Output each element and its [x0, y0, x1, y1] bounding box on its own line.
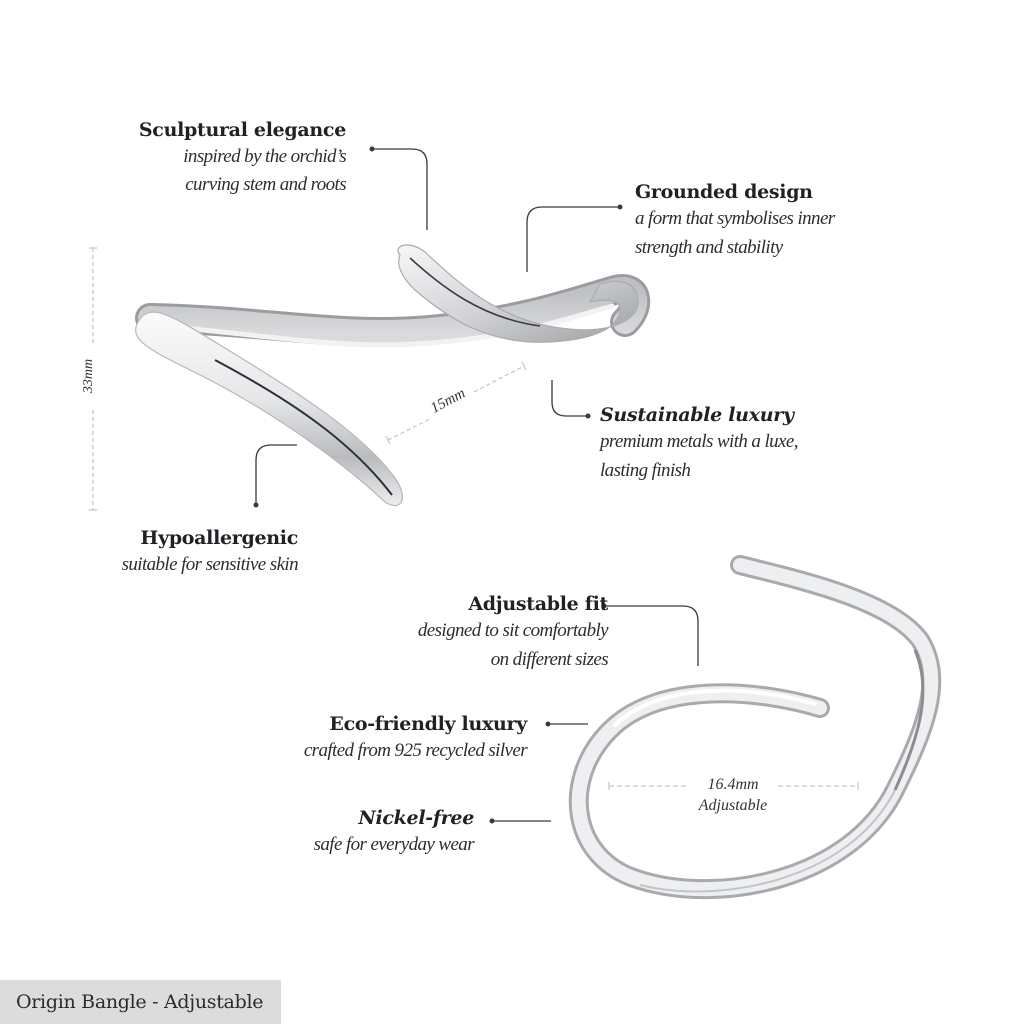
bangle-side-view — [135, 244, 651, 507]
feature-nickel-free: Nickel-free safe for everyday wear — [313, 806, 475, 859]
leader-lines — [255, 148, 699, 822]
feature-grounded-design: Grounded design a form that symbolises i… — [635, 180, 835, 262]
bangle-top-view — [568, 555, 942, 900]
height-dimension-label: 33mm — [81, 358, 97, 394]
leader-dots — [253, 146, 623, 824]
feature-title: Grounded design — [635, 181, 813, 203]
feature-title: Nickel-free — [358, 807, 474, 829]
feature-desc-line: strength and stability — [635, 237, 783, 258]
feature-desc-line: inspired by the orchid’s — [183, 146, 346, 167]
feature-adjustable-fit: Adjustable fit designed to sit comfortab… — [417, 592, 609, 674]
feature-desc-line: curving stem and roots — [185, 174, 346, 195]
feature-sculptural-elegance: Sculptural elegance inspired by the orch… — [138, 118, 347, 199]
diameter-dimension-label: 16.4mm Adjustable — [688, 774, 778, 816]
product-caption: Origin Bangle - Adjustable — [0, 980, 281, 1024]
feature-desc-line: on different sizes — [490, 649, 609, 670]
feature-title: Adjustable fit — [468, 593, 608, 615]
feature-eco-friendly-luxury: Eco-friendly luxury crafted from 925 rec… — [303, 712, 528, 765]
feature-title: Sustainable luxury — [600, 404, 794, 426]
diameter-value: 16.4mm — [707, 776, 759, 793]
feature-desc-line: crafted from 925 recycled silver — [303, 740, 528, 761]
feature-hypoallergenic: Hypoallergenic suitable for sensitive sk… — [121, 526, 299, 579]
dimension-lines — [89, 247, 859, 790]
feature-desc-line: premium metals with a luxe, — [600, 431, 798, 452]
feature-title: Sculptural elegance — [138, 119, 346, 141]
feature-title: Hypoallergenic — [140, 527, 298, 549]
feature-desc-line: a form that symbolises inner — [635, 208, 835, 229]
feature-desc-line: suitable for sensitive skin — [121, 554, 299, 575]
feature-sustainable-luxury: Sustainable luxury premium metals with a… — [600, 403, 798, 485]
feature-desc-line: safe for everyday wear — [313, 834, 475, 855]
feature-desc-line: designed to sit comfortably — [417, 620, 609, 641]
feature-desc-line: lasting finish — [600, 460, 691, 481]
feature-title: Eco-friendly luxury — [329, 713, 527, 735]
diameter-note: Adjustable — [698, 797, 768, 814]
